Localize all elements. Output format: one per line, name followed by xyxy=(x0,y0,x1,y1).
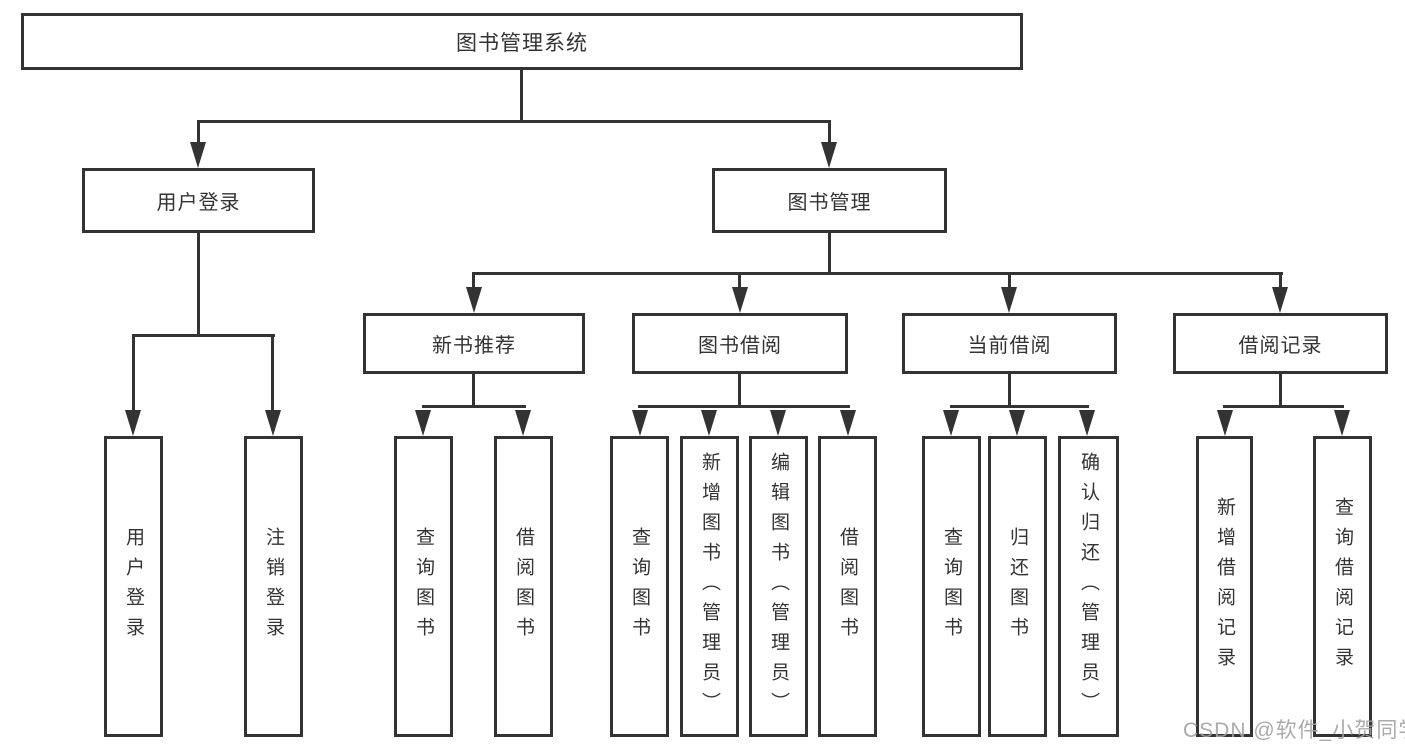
arrow-down-icon xyxy=(770,410,786,436)
node-current-borrowing-label: 当前借阅 xyxy=(967,335,1052,357)
node-book-borrowing: 图书借阅 xyxy=(632,313,848,374)
arrow-down-icon xyxy=(1334,410,1350,436)
node-book-management-label: 图书管理 xyxy=(787,192,872,214)
connector-borrow-record-branch-line xyxy=(1223,405,1344,408)
arrow-down-icon xyxy=(632,410,648,436)
connector-to-book-borrow-shaft xyxy=(738,272,741,290)
node-query-books-borrowing: 查询图书 xyxy=(610,436,669,737)
node-user-login-branch-label: 用户登录 xyxy=(156,192,241,214)
connector-book-mgmt-branch-line xyxy=(472,272,1283,275)
node-add-borrow-record: 新增借阅记录 xyxy=(1196,436,1253,737)
node-edit-book-admin-label: 编辑图书（管理员） xyxy=(768,451,789,722)
arrow-down-icon xyxy=(943,410,959,436)
connector-to-user-login-shaft xyxy=(197,120,200,144)
connector-current-borrow-stem xyxy=(1008,374,1011,408)
arrow-down-icon xyxy=(840,410,856,436)
node-confirm-return-admin: 确认归还（管理员） xyxy=(1058,436,1119,737)
node-new-book-recommend: 新书推荐 xyxy=(363,313,585,374)
arrow-down-icon xyxy=(515,410,531,436)
node-user-login: 用户登录 xyxy=(104,436,163,737)
arrow-down-icon xyxy=(1079,410,1095,436)
node-new-book-recommend-label: 新书推荐 xyxy=(432,335,516,357)
node-add-book-admin-label: 新增图书（管理员） xyxy=(699,451,720,722)
arrow-down-icon xyxy=(125,410,141,436)
node-borrowing-records-label: 借阅记录 xyxy=(1238,335,1323,357)
connector-user-login-stem xyxy=(197,233,200,337)
node-logout-label: 注销登录 xyxy=(263,526,284,647)
node-query-books-recommend: 查询图书 xyxy=(394,436,453,737)
connector-book-borrow-stem xyxy=(738,374,741,408)
node-query-books-current: 查询图书 xyxy=(922,436,981,737)
node-borrow-books: 借阅图书 xyxy=(818,436,877,737)
arrow-down-icon xyxy=(1272,287,1288,313)
connector-borrow-record-stem xyxy=(1279,374,1282,408)
connector-root-branch-line xyxy=(197,120,831,123)
connector-book-borrow-branch-line xyxy=(638,405,850,408)
arrow-down-icon xyxy=(466,287,482,313)
node-user-login-label: 用户登录 xyxy=(123,526,144,647)
node-borrow-books-label: 借阅图书 xyxy=(837,526,858,647)
arrow-down-icon xyxy=(732,287,748,313)
node-logout: 注销登录 xyxy=(244,436,303,737)
node-return-books-label: 归还图书 xyxy=(1007,526,1028,647)
connector-to-login-leaf-shaft xyxy=(132,334,135,412)
node-borrow-books-recommend: 借阅图书 xyxy=(494,436,553,737)
arrow-down-icon xyxy=(821,142,837,168)
node-return-books: 归还图书 xyxy=(988,436,1047,737)
node-edit-book-admin: 编辑图书（管理员） xyxy=(749,436,808,737)
node-library-system-label: 图书管理系统 xyxy=(456,31,588,55)
connector-new-book-branch-line xyxy=(422,405,526,408)
arrow-down-icon xyxy=(415,410,431,436)
connector-new-book-stem xyxy=(472,374,475,408)
node-borrow-books-recommend-label: 借阅图书 xyxy=(513,526,534,647)
connector-to-logout-leaf-shaft xyxy=(271,334,274,412)
node-query-borrow-record: 查询借阅记录 xyxy=(1313,436,1372,737)
connector-book-mgmt-stem xyxy=(828,233,831,275)
connector-root-stem xyxy=(520,69,523,123)
connector-to-borrow-record-shaft xyxy=(1279,272,1282,290)
node-query-books-recommend-label: 查询图书 xyxy=(413,526,434,647)
connector-current-borrow-branch-line xyxy=(950,405,1089,408)
node-query-books-borrowing-label: 查询图书 xyxy=(629,526,650,647)
arrow-down-icon xyxy=(1217,410,1233,436)
node-user-login-branch: 用户登录 xyxy=(82,168,315,233)
node-current-borrowing: 当前借阅 xyxy=(902,313,1117,374)
node-book-management: 图书管理 xyxy=(712,168,947,233)
arrow-down-icon xyxy=(1001,287,1017,313)
node-borrowing-records: 借阅记录 xyxy=(1173,313,1388,374)
node-query-borrow-record-label: 查询借阅记录 xyxy=(1332,496,1353,677)
arrow-down-icon xyxy=(701,410,717,436)
node-add-book-admin: 新增图书（管理员） xyxy=(680,436,739,737)
connector-to-current-borrow-shaft xyxy=(1008,272,1011,290)
node-confirm-return-admin-label: 确认归还（管理员） xyxy=(1078,451,1099,722)
csdn-watermark: CSDN @软件_小贺同学 xyxy=(1183,719,1405,742)
connector-user-login-branch-line xyxy=(132,334,275,337)
arrow-down-icon xyxy=(190,142,206,168)
arrow-down-icon xyxy=(265,410,281,436)
node-add-borrow-record-label: 新增借阅记录 xyxy=(1214,496,1235,677)
arrow-down-icon xyxy=(1009,410,1025,436)
connector-to-book-mgmt-shaft xyxy=(828,120,831,144)
node-library-system: 图书管理系统 xyxy=(21,13,1023,70)
connector-to-new-book-shaft xyxy=(472,272,475,290)
node-query-books-current-label: 查询图书 xyxy=(941,526,962,647)
node-book-borrowing-label: 图书借阅 xyxy=(698,335,782,357)
